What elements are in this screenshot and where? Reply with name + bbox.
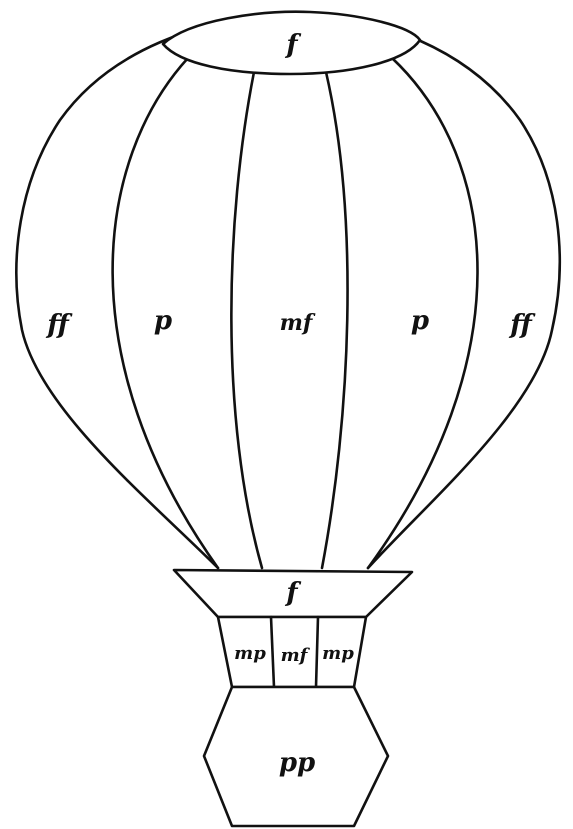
- gore-label-3: mf: [280, 310, 316, 336]
- gore-seam-4: [366, 56, 479, 570]
- gore-seam-1: [111, 56, 220, 570]
- skirt-label: f: [284, 578, 301, 608]
- top-cap-label: f: [284, 30, 301, 60]
- rope-label-3: mp: [322, 643, 354, 664]
- gore-label-2: p: [154, 306, 172, 336]
- rope-label-2: mf: [281, 645, 311, 666]
- basket: [202, 685, 390, 828]
- gore-seam-2: [230, 70, 264, 570]
- gore-label-1: ff: [45, 310, 73, 340]
- gore-label-4: p: [411, 306, 429, 336]
- balloon-top-cap: [161, 10, 422, 76]
- gore-label-5: ff: [508, 310, 536, 340]
- gore-seam-3: [320, 70, 349, 570]
- basket-label: pp: [279, 748, 315, 778]
- rope-label-1: mp: [234, 643, 266, 664]
- rope-divider-left: [269, 615, 276, 689]
- rope-divider-right: [314, 615, 320, 689]
